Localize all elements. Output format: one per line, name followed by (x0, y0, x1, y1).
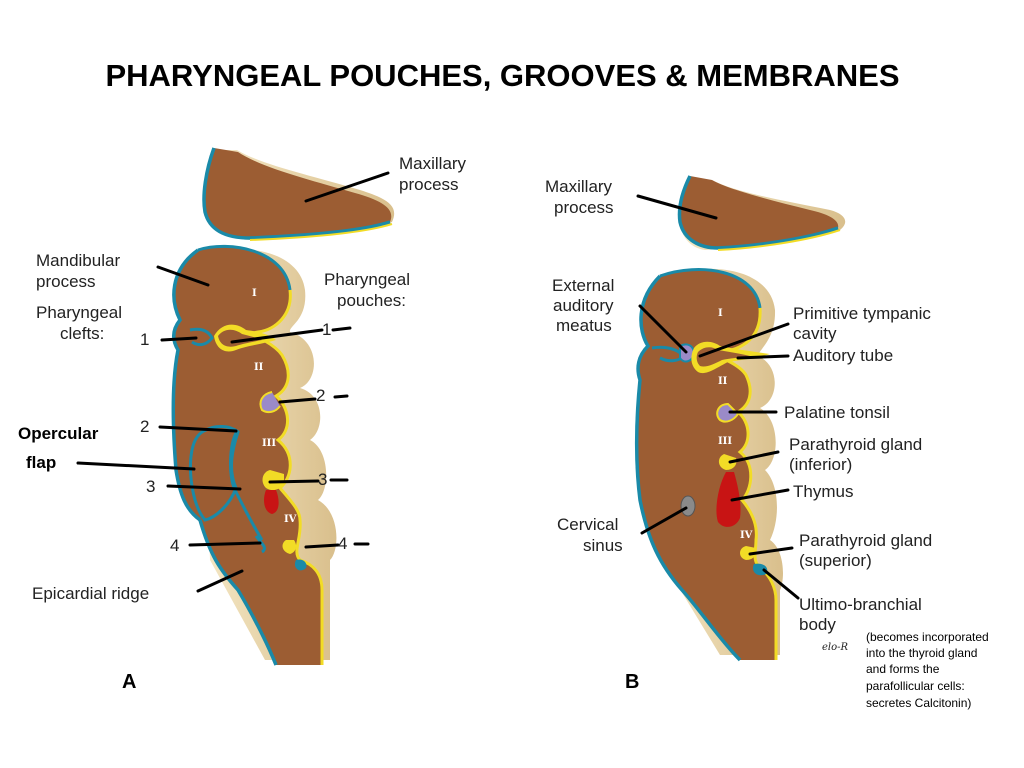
label-parathyroid-inf-1: Parathyroid gland (789, 435, 922, 454)
arch-ii-b: II (718, 376, 728, 387)
label-ultimobranchial-1: Ultimo-branchial (799, 595, 922, 614)
arches-tissue-a (173, 246, 322, 666)
arch-iii-a: III (262, 438, 276, 449)
label-epicardial: Epicardial ridge (32, 584, 149, 603)
arch-iii-b: III (718, 436, 732, 447)
pouch-number-2: 2 (316, 386, 325, 405)
label-maxillary-b-2: process (554, 198, 614, 217)
label-clefts-1: Pharyngeal (36, 303, 122, 322)
pouch-2-a (259, 391, 281, 414)
label-clefts-2: clefts: (60, 324, 104, 343)
label-parathyroid-sup-1: Parathyroid gland (799, 531, 932, 550)
pouch-number-3: 3 (318, 470, 327, 489)
note-line-5: secretes Calcitonin) (866, 696, 971, 710)
maxillary-process-a (204, 148, 392, 238)
pointers-a (76, 171, 390, 593)
label-mandibular-2: process (36, 272, 96, 291)
pouch-4-a (282, 540, 297, 554)
parathyroid-inferior (718, 454, 737, 470)
page-title: PHARYNGEAL POUCHES, GROOVES & MEMBRANES (105, 58, 900, 93)
label-maxillary-a-2: process (399, 175, 459, 194)
ultimobranchial-body (752, 563, 768, 576)
note-line-3: and forms the (866, 662, 940, 676)
label-maxillary-a-1: Maxillary (399, 154, 467, 173)
pouch-3-a (262, 470, 284, 491)
maxillary-process-b (679, 176, 839, 248)
note-line-4: parafollicular cells: (866, 679, 965, 693)
arches-tissue-b (636, 269, 776, 660)
label-thymus: Thymus (793, 482, 853, 501)
panel-label-a: A (122, 671, 136, 693)
label-cervical-2: sinus (583, 536, 623, 555)
label-mandibular-1: Mandibular (36, 251, 120, 270)
label-parathyroid-sup-2: (superior) (799, 551, 872, 570)
arch-iv-b: IV (740, 530, 753, 541)
cleft-number-1: 1 (140, 330, 149, 349)
cleft-number-3: 3 (146, 477, 155, 496)
arch-ii-a: II (254, 362, 264, 373)
label-external-3: meatus (556, 316, 612, 335)
note-line-2: into the thyroid gland (866, 646, 977, 660)
panel-label-b: B (625, 671, 639, 693)
pointers-b (636, 194, 800, 600)
palatine-tonsil (716, 402, 740, 423)
label-auditory-tube: Auditory tube (793, 346, 893, 365)
label-maxillary-b-1: Maxillary (545, 177, 613, 196)
label-external-2: auditory (553, 296, 614, 315)
arch-i-b: I (718, 308, 723, 319)
cleft-number-4: 4 (170, 536, 179, 555)
label-cervical-1: Cervical (557, 515, 618, 534)
panel-a-drawing (171, 147, 395, 666)
label-pouches-1: Pharyngeal (324, 270, 410, 289)
label-pouches-2: pouches: (337, 291, 406, 310)
label-opercular-1: Opercular (18, 424, 99, 443)
label-opercular-2: flap (26, 453, 56, 472)
cervical-sinus (680, 495, 696, 517)
label-ultimobranchial-2: body (799, 615, 836, 634)
label-parathyroid-inf-2: (inferior) (789, 455, 852, 474)
label-tympanic-1: Primitive tympanic (793, 304, 931, 323)
thymus (716, 472, 741, 527)
label-palatine-tonsil: Palatine tonsil (784, 403, 890, 422)
note-line-1: (becomes incorporated (866, 630, 989, 644)
arch-iv-a: IV (284, 514, 297, 525)
pouch-number-4: 4 (338, 534, 347, 553)
arch-i-a: I (252, 288, 257, 299)
panel-b-drawing (634, 175, 846, 662)
pouch-number-1: 1 (322, 320, 331, 339)
parathyroid-superior (740, 546, 757, 560)
label-tympanic-2: cavity (793, 324, 837, 343)
label-external-1: External (552, 276, 614, 295)
signature: elo-R (822, 642, 849, 653)
cleft-number-2: 2 (140, 417, 149, 436)
